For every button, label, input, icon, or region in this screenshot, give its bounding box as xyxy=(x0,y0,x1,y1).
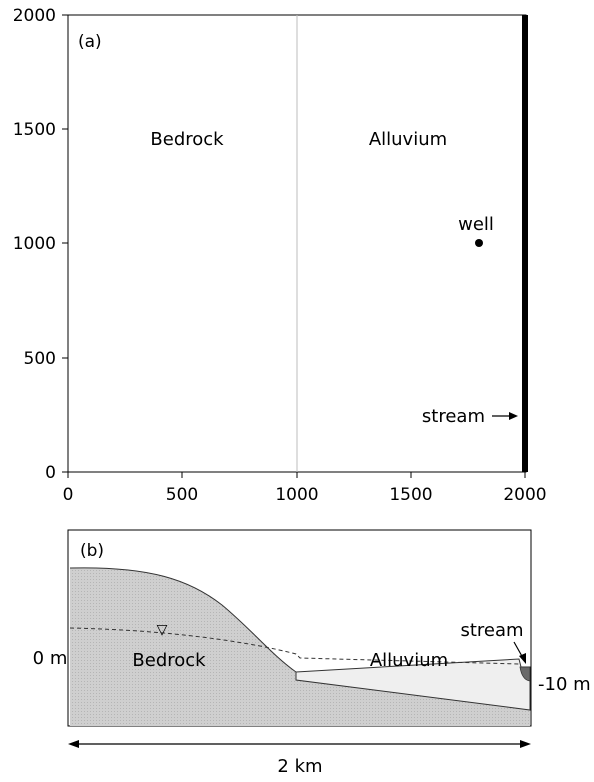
bedrock-zone-label: Bedrock xyxy=(150,129,224,150)
alluvium-zone-label-b: Alluvium xyxy=(370,650,448,671)
bedrock-body xyxy=(70,567,530,726)
stream-arrow-a xyxy=(492,412,518,420)
x-tick-label: 1000 xyxy=(275,485,318,505)
x-tick-label: 500 xyxy=(166,485,198,505)
level-left-label: 0 m xyxy=(33,648,68,669)
scale-bar xyxy=(68,740,531,748)
panel-a-x-ticks: 0 500 1000 1500 2000 xyxy=(63,472,547,505)
stream-label-b: stream xyxy=(460,620,523,641)
bedrock-zone-label-b: Bedrock xyxy=(132,650,206,671)
panel-a: 0 500 1000 1500 2000 0 500 1000 1500 200… xyxy=(13,6,547,505)
water-table-line xyxy=(69,627,520,665)
y-tick-label: 1000 xyxy=(13,234,56,254)
x-tick-label: 0 xyxy=(63,485,74,505)
stream-label-a: stream xyxy=(422,406,485,427)
x-tick-label: 2000 xyxy=(503,485,546,505)
stream-channel xyxy=(519,666,531,682)
water-table-symbol: ▽ xyxy=(157,622,168,638)
panel-a-y-ticks: 0 500 1000 1500 2000 xyxy=(13,6,68,483)
well-label: well xyxy=(458,214,494,235)
well-marker xyxy=(475,239,483,247)
panel-b: ▽ (b) Bedrock Alluvium stream 0 m -10 m … xyxy=(33,529,591,777)
x-tick-label: 1500 xyxy=(389,485,432,505)
y-tick-label: 1500 xyxy=(13,120,56,140)
bedrock-surface-line xyxy=(69,567,297,673)
y-tick-label: 2000 xyxy=(13,6,56,26)
y-tick-label: 0 xyxy=(45,463,56,483)
panel-b-label: (b) xyxy=(80,541,104,561)
alluvium-zone-label: Alluvium xyxy=(369,129,447,150)
stream-arrow-b xyxy=(513,641,526,664)
level-right-label: -10 m xyxy=(538,674,591,695)
scale-bar-label: 2 km xyxy=(277,756,322,777)
panel-a-label: (a) xyxy=(78,32,102,52)
y-tick-label: 500 xyxy=(24,349,56,369)
